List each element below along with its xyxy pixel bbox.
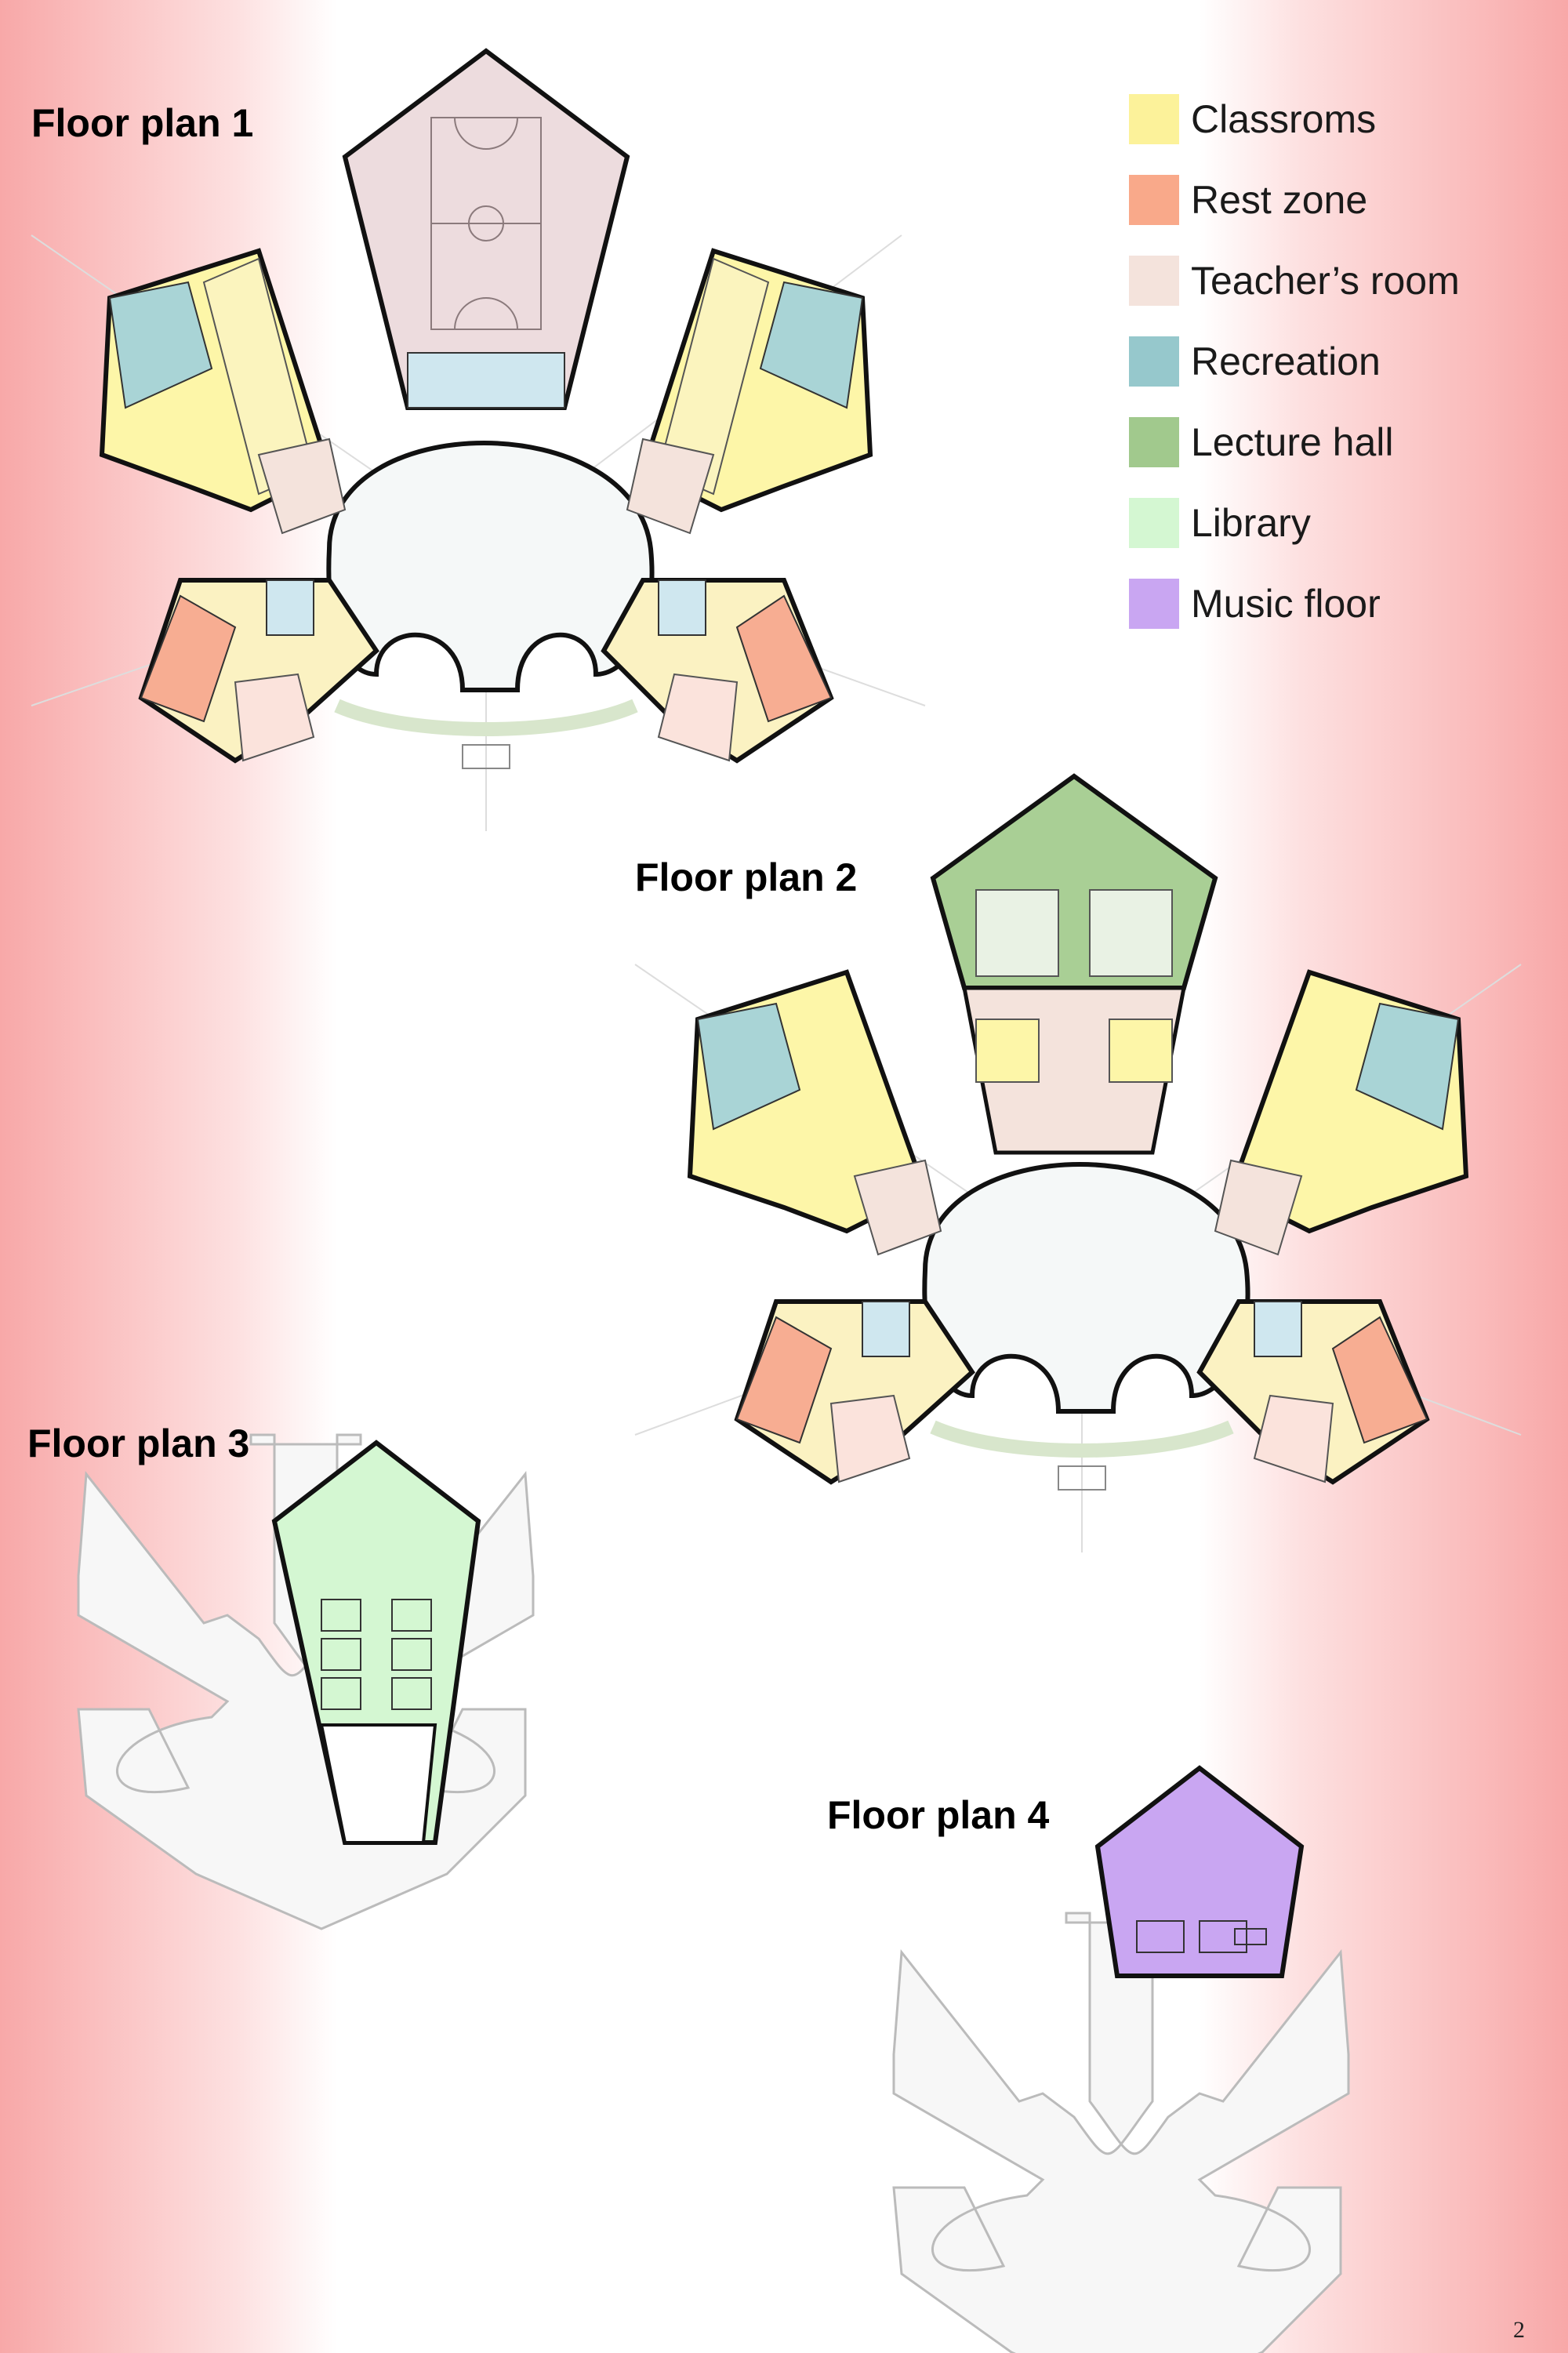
legend-swatch <box>1129 498 1179 548</box>
legend-swatch <box>1129 336 1179 387</box>
legend-label: Lecture hall <box>1191 420 1394 464</box>
floor-plan-1-drawing <box>31 48 926 831</box>
floor-plan-4-drawing <box>892 1765 1350 2353</box>
legend-item-teachers-room: Teacher’s room <box>1129 256 1460 306</box>
legend-swatch <box>1129 94 1179 144</box>
legend-item-rest-zone: Rest zone <box>1129 175 1460 225</box>
legend-item-lecture-hall: Lecture hall <box>1129 417 1460 467</box>
floor-plan-2-title: Floor plan 2 <box>635 855 858 899</box>
floor-plan-1-title: Floor plan 1 <box>31 101 254 145</box>
legend-swatch <box>1129 417 1179 467</box>
legend-swatch <box>1129 175 1179 225</box>
legend-swatch <box>1129 579 1179 629</box>
music-block <box>1094 1765 1305 1978</box>
legend-item-library: Library <box>1129 498 1460 548</box>
legend-label: Music floor <box>1191 582 1381 626</box>
legend-item-classrooms: Classroms <box>1129 94 1460 144</box>
legend-label: Recreation <box>1191 340 1381 383</box>
legend-label: Classroms <box>1191 97 1377 141</box>
page-number: 2 <box>1513 2317 1525 2343</box>
floor-plan-2-drawing <box>634 773 1522 1552</box>
legend-item-recreation: Recreation <box>1129 336 1460 387</box>
legend-label: Rest zone <box>1191 178 1368 222</box>
legend-swatch <box>1129 256 1179 306</box>
floor-plan-3-title: Floor plan 3 <box>27 1422 250 1465</box>
floor-plan-4-title: Floor plan 4 <box>827 1793 1050 1837</box>
legend: Classroms Rest zone Teacher’s room Recre… <box>1129 94 1460 659</box>
legend-item-music-floor: Music floor <box>1129 579 1460 629</box>
legend-label: Teacher’s room <box>1191 259 1460 303</box>
floor-plan-3-drawing <box>77 1433 535 1930</box>
legend-label: Library <box>1191 501 1311 545</box>
sports-hall <box>342 48 630 410</box>
